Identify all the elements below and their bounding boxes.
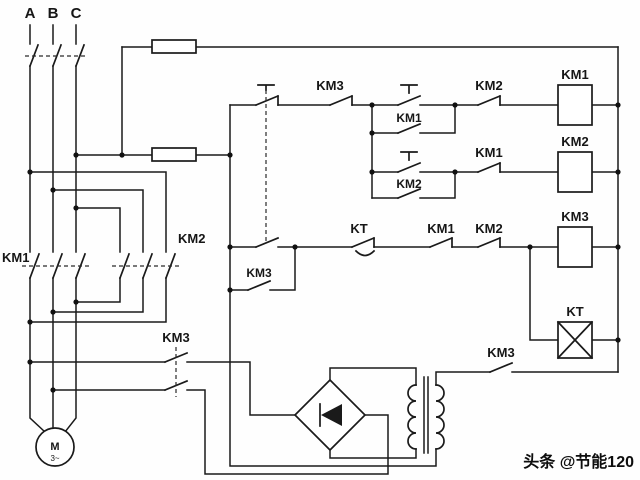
transformer-core xyxy=(423,376,429,454)
km2-holding-branch xyxy=(371,171,456,199)
motor: M 3~ xyxy=(35,427,75,467)
km3-holding-contact xyxy=(246,279,272,292)
control-rung-km3: KM3 KT KM1 KM2 KM3 xyxy=(229,209,619,292)
km1-main-contacts: KM1 xyxy=(2,250,90,280)
kt-delay-arc xyxy=(354,249,376,257)
kt-coil-cross xyxy=(556,320,594,360)
fuse-2 xyxy=(151,147,197,162)
control-feed xyxy=(75,39,619,467)
phase-a-label: A xyxy=(25,5,36,22)
left-control-bus xyxy=(229,104,437,467)
km2-nc-contact xyxy=(476,94,502,107)
diode-triangle xyxy=(321,404,342,426)
kt-coil-branch: KT xyxy=(529,246,619,360)
control-rung-km2: KM2 KM1 KM2 xyxy=(371,134,619,200)
km2-coil xyxy=(557,151,593,193)
motor-letter: M xyxy=(50,441,59,453)
transformer-primary-winding xyxy=(435,384,445,450)
dc-wire-a xyxy=(29,361,296,416)
kt-delayed-contact xyxy=(350,236,376,249)
phase-a-wire xyxy=(29,65,47,434)
km3-interlock-label: KM3 xyxy=(316,78,343,93)
km3-coil xyxy=(557,226,593,268)
motor-phase-mark: 3~ xyxy=(50,454,59,463)
km3-nc-contact xyxy=(328,94,354,107)
km1-nc-label-r3: KM1 xyxy=(427,221,454,236)
kt-coil-label: KT xyxy=(566,304,583,319)
phase-b-label: B xyxy=(48,5,59,22)
phase-c-wire xyxy=(63,65,77,434)
km1-holding-branch xyxy=(371,104,456,199)
km2-nc-label-r3: KM2 xyxy=(475,221,502,236)
km1-coil-label: KM1 xyxy=(561,67,588,82)
km1-interlock-label: KM1 xyxy=(475,145,502,160)
km1-holding-label: KM1 xyxy=(396,111,422,125)
dc-brake-section: KM3 KM3 xyxy=(29,330,619,475)
km3-holding-label: KM3 xyxy=(246,266,272,280)
km1-nc-contact xyxy=(476,161,502,174)
fuse-1 xyxy=(151,39,197,54)
km2-holding-contact xyxy=(396,187,422,200)
km2-nc-contact-r3 xyxy=(476,236,502,249)
start-button-1 xyxy=(396,84,422,107)
kt-contact-label: KT xyxy=(350,221,367,236)
three-phase-supply: A B C xyxy=(25,5,88,68)
kt-branch-wire xyxy=(529,246,619,341)
km2-tap-wires xyxy=(29,171,167,253)
junction-dots xyxy=(27,102,621,393)
km1-bank-label: KM1 xyxy=(2,250,29,265)
transformer-secondary-winding xyxy=(407,384,417,450)
stop-button-no-contact xyxy=(254,236,280,249)
km2-main-contacts: KM2 xyxy=(29,171,205,323)
transformer-supply-wire xyxy=(435,371,619,386)
km1-holding-contact xyxy=(396,122,422,135)
motor-circle xyxy=(35,427,75,467)
control-rung-km1: KM3 KM1 KM2 KM1 xyxy=(229,67,619,243)
km3-coil-label: KM3 xyxy=(561,209,588,224)
km2-merge-wires xyxy=(29,277,167,323)
km2-holding-label: KM2 xyxy=(396,177,422,191)
rectifier-ac-wires xyxy=(329,367,417,459)
phase-conductors xyxy=(29,65,77,434)
km2-interlock-label: KM2 xyxy=(475,78,502,93)
watermark-text: 头条 @节能120 xyxy=(523,452,634,471)
km2-coil-label: KM2 xyxy=(561,134,588,149)
dc-wire-b xyxy=(52,389,389,475)
brake-km3-label: KM3 xyxy=(162,330,189,345)
km3-transformer-contact xyxy=(488,361,514,374)
stop-button-nc-contact xyxy=(254,94,280,107)
supply-stubs xyxy=(29,24,77,45)
km3-holding-branch xyxy=(229,246,296,291)
transformer-km3-label: KM3 xyxy=(487,345,514,360)
start-button-2 xyxy=(396,151,422,174)
km1-nc-contact-r3 xyxy=(428,236,454,249)
stop-button-head xyxy=(257,84,275,91)
km2-bank-label: KM2 xyxy=(178,231,205,246)
phase-c-label: C xyxy=(71,5,82,22)
km1-coil xyxy=(557,84,593,126)
